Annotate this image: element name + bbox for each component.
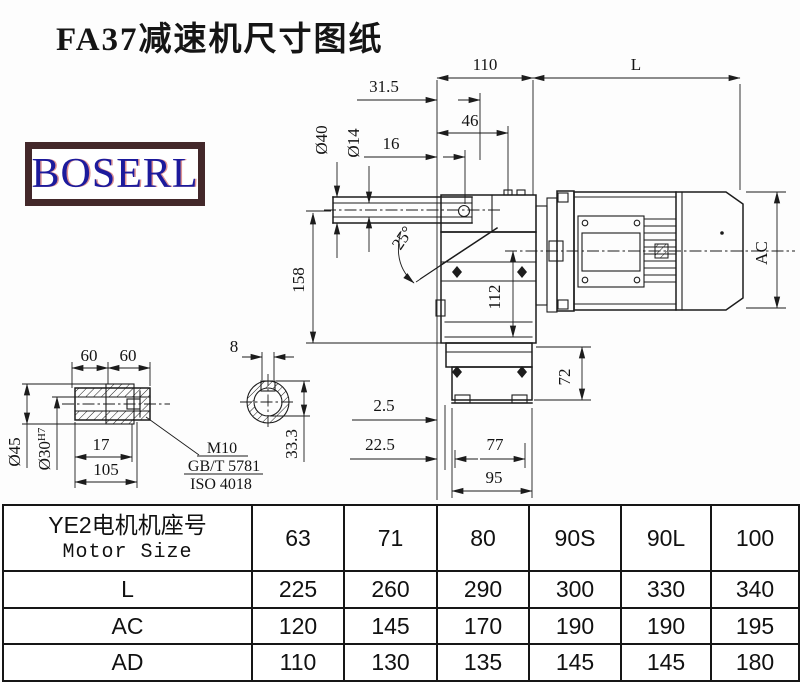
dim-L-label: L [631, 55, 641, 74]
cell: 145 [620, 643, 712, 682]
dim-14-label: Ø14 [344, 128, 363, 158]
motor-size-header-en: Motor Size [62, 540, 193, 564]
dimension-lines-main: 110 L 31.5 46 16 Ø40 Ø14 25° [289, 55, 786, 500]
dim-60b-label: 60 [120, 346, 137, 365]
dim-2-5-label: 2.5 [373, 396, 394, 415]
cell: 145 [343, 607, 438, 645]
cell: 130 [343, 643, 438, 682]
cell: 260 [343, 570, 438, 609]
logo-text: BOSERL [31, 151, 199, 197]
bolt-marker [452, 266, 462, 278]
bolt-marker [517, 366, 527, 378]
boserl-logo: BOSERL [25, 142, 205, 206]
dim-95-label: 95 [486, 468, 503, 487]
dim-105-label: 105 [93, 460, 119, 479]
fan-cover [675, 191, 744, 311]
col-header: 63 [251, 504, 345, 572]
dim-31-5-label: 31.5 [369, 77, 399, 96]
dim-110-label: 110 [473, 55, 498, 74]
dim-46-label: 46 [462, 111, 479, 130]
col-header: 71 [343, 504, 438, 572]
shaft-detail: 60 60 Ø45 Ø30H7 17 105 M10 GB/T 5781 ISO… [5, 346, 263, 493]
row-label: AD [2, 643, 253, 682]
dim-33-3-label: 33.3 [282, 429, 301, 459]
page-title: FA37减速机尺寸图纸 [56, 22, 384, 58]
col-header: 90S [528, 504, 622, 572]
cooling-fins [644, 218, 676, 283]
leader-iso-label: ISO 4018 [190, 476, 252, 493]
cell: 195 [710, 607, 800, 645]
cell: 170 [436, 607, 530, 645]
cell: 290 [436, 570, 530, 609]
motor-size-header: YE2电机机座号 Motor Size [2, 504, 253, 572]
cell: 190 [528, 607, 622, 645]
row-label: AC [2, 607, 253, 645]
table-row-AC: AC 120 145 170 190 190 195 [2, 607, 800, 645]
cell: 340 [710, 570, 800, 609]
dim-22-5-label: 22.5 [365, 435, 395, 454]
cell: 330 [620, 570, 712, 609]
dim-60a-label: 60 [81, 346, 98, 365]
cell: 135 [436, 643, 530, 682]
row-label: L [2, 570, 253, 609]
dim-AC-label: AC [752, 241, 771, 265]
dim-45-label: Ø45 [5, 437, 24, 466]
shaft-key-section [654, 243, 669, 259]
dim-72-label: 72 [555, 369, 574, 386]
col-header: 100 [710, 504, 800, 572]
dim-30h7-label: Ø30H7 [35, 427, 54, 470]
dim-8-label: 8 [230, 337, 239, 356]
cell: 190 [620, 607, 712, 645]
cell: 145 [528, 643, 622, 682]
dim-158-label: 158 [289, 267, 308, 293]
dim-40-label: Ø40 [312, 125, 331, 154]
table-header-row: YE2电机机座号 Motor Size 63 71 80 90S 90L 100 [2, 504, 800, 572]
dim-16-label: 16 [383, 134, 400, 153]
bore-section-detail: 8 33.3 [230, 337, 310, 462]
dimension-table: YE2电机机座号 Motor Size 63 71 80 90S 90L 100… [2, 504, 800, 682]
technical-drawing: 110 L 31.5 46 16 Ø40 Ø14 25° [5, 55, 795, 500]
cell: 180 [710, 643, 800, 682]
cell: 110 [251, 643, 345, 682]
dim-25deg-label: 25° [388, 223, 417, 253]
col-header: 90L [620, 504, 712, 572]
cell: 300 [528, 570, 622, 609]
leader-m10-label: M10 [207, 440, 237, 457]
cell: 120 [251, 607, 345, 645]
motor [505, 190, 795, 313]
dim-77-label: 77 [487, 435, 505, 454]
cell: 225 [251, 570, 345, 609]
dim-112-label: 112 [485, 285, 504, 310]
table-row-AD: AD 110 130 135 145 145 180 [2, 643, 800, 682]
motor-size-header-cn: YE2电机机座号 [48, 512, 207, 539]
input-shaft [324, 196, 503, 224]
table-row-L: L 225 260 290 300 330 340 [2, 570, 800, 609]
bolt-marker [517, 266, 527, 278]
leader-gbt-label: GB/T 5781 [188, 458, 260, 475]
bolt-marker [452, 366, 462, 378]
dim-17-label: 17 [93, 435, 111, 454]
col-header: 80 [436, 504, 530, 572]
